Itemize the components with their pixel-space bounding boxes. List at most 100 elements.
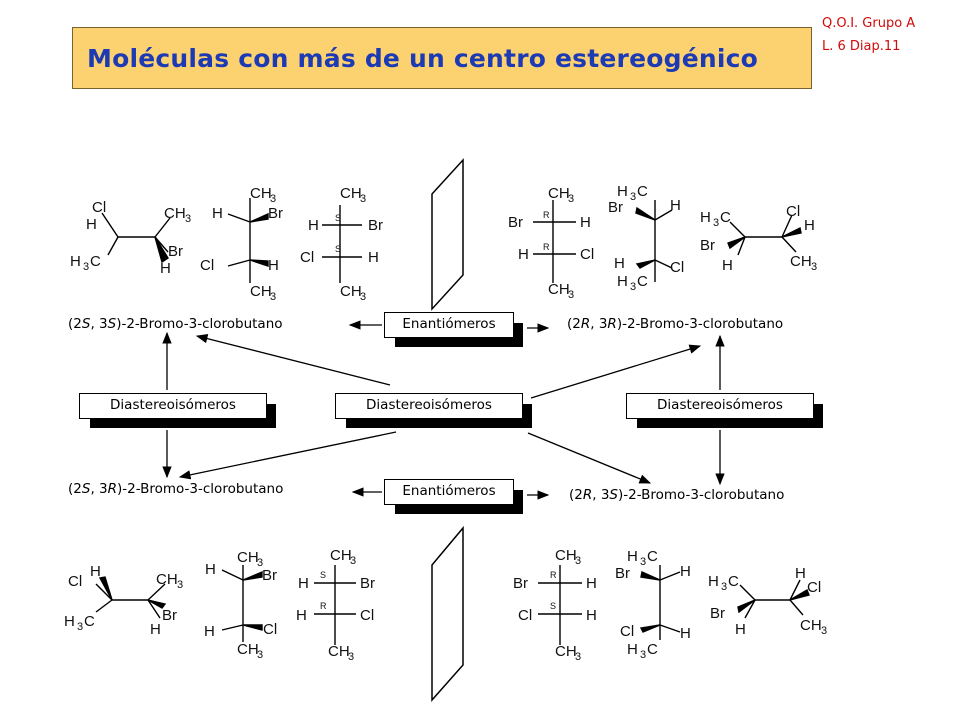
svg-text:H: H xyxy=(670,197,681,214)
svg-text:S: S xyxy=(550,601,556,611)
svg-text:3: 3 xyxy=(640,649,646,661)
svg-text:3: 3 xyxy=(575,555,581,567)
svg-text:H: H xyxy=(150,621,161,638)
svg-text:CH: CH xyxy=(164,205,186,222)
svg-text:Br: Br xyxy=(368,217,383,234)
svg-text:H: H xyxy=(617,183,628,200)
svg-text:Cl: Cl xyxy=(360,607,374,624)
svg-text:Cl: Cl xyxy=(670,259,684,276)
svg-text:Br: Br xyxy=(268,205,283,222)
diastereomers-box-center: Diastereoisómeros xyxy=(335,393,532,428)
svg-text:Br: Br xyxy=(710,605,725,622)
structure-2s3s-fischer xyxy=(322,205,362,283)
svg-text:H: H xyxy=(204,623,215,640)
svg-text:Br: Br xyxy=(508,214,523,231)
svg-text:CH: CH xyxy=(548,281,570,298)
slide-title-box: Moléculas con más de un centro estereogé… xyxy=(72,27,812,89)
structure-2s3s-sawhorse xyxy=(101,212,171,264)
svg-text:Cl: Cl xyxy=(786,203,800,220)
svg-text:CH: CH xyxy=(340,283,362,300)
svg-text:H: H xyxy=(680,625,691,642)
diastereomers-label-right: Diastereoisómeros xyxy=(626,393,823,428)
svg-text:3: 3 xyxy=(185,213,191,225)
svg-text:C: C xyxy=(637,183,648,200)
svg-text:Br: Br xyxy=(168,243,183,260)
svg-text:3: 3 xyxy=(568,289,574,301)
course-group: Q.O.I. Grupo A xyxy=(822,16,916,31)
compound-label-2r3r: (2R, 3R)-2-Bromo-3-clorobutano xyxy=(567,316,784,332)
svg-text:Cl: Cl xyxy=(263,621,277,638)
svg-text:CH: CH xyxy=(156,571,178,588)
svg-text:C: C xyxy=(84,613,95,630)
structure-2s3r-sawhorse xyxy=(95,576,167,619)
compound-label-2s3r: (2S, 3R)-2-Bromo-3-clorobutano xyxy=(68,481,284,497)
svg-text:H: H xyxy=(296,607,307,624)
svg-text:H: H xyxy=(586,607,597,624)
svg-text:C: C xyxy=(647,641,658,658)
svg-text:CH: CH xyxy=(328,643,350,660)
svg-text:3: 3 xyxy=(630,191,636,203)
svg-text:3: 3 xyxy=(821,625,827,637)
enantiomers-label-top: Enantiómeros xyxy=(384,312,523,347)
svg-text:H: H xyxy=(368,249,379,266)
svg-text:H: H xyxy=(64,613,75,630)
svg-text:H: H xyxy=(586,575,597,592)
arrow-center-ll xyxy=(178,431,397,480)
arrow-center-ul xyxy=(195,334,391,386)
enantiomers-box-bottom: Enantiómeros xyxy=(384,479,523,514)
svg-text:CH: CH xyxy=(330,547,352,564)
svg-text:H: H xyxy=(298,575,309,592)
svg-text:H: H xyxy=(680,563,691,580)
structure-2s3r-newman xyxy=(221,565,263,642)
svg-text:H: H xyxy=(268,257,279,274)
svg-text:3: 3 xyxy=(360,193,366,205)
svg-text:Br: Br xyxy=(513,575,528,592)
svg-text:3: 3 xyxy=(630,281,636,293)
relation-arrows xyxy=(162,320,725,500)
svg-text:CH: CH xyxy=(237,641,259,658)
svg-text:H: H xyxy=(308,217,319,234)
svg-text:3: 3 xyxy=(575,651,581,663)
svg-text:H: H xyxy=(700,209,711,226)
svg-text:3: 3 xyxy=(270,291,276,303)
svg-text:CH: CH xyxy=(548,185,570,202)
svg-text:3: 3 xyxy=(360,291,366,303)
compound-label-2s3s: (2S, 3S)-2-Bromo-3-clorobutano xyxy=(68,316,283,332)
svg-text:CH: CH xyxy=(555,547,577,564)
svg-text:Br: Br xyxy=(615,565,630,582)
arrow-center-ur xyxy=(530,344,702,399)
svg-text:Br: Br xyxy=(700,237,715,254)
svg-text:3: 3 xyxy=(721,581,727,593)
svg-text:S: S xyxy=(335,213,341,223)
svg-text:3: 3 xyxy=(83,261,89,273)
svg-text:H: H xyxy=(205,561,216,578)
svg-text:CH: CH xyxy=(237,549,259,566)
svg-text:3: 3 xyxy=(640,556,646,568)
svg-text:Br: Br xyxy=(360,575,375,592)
structure-2r3r-fischer xyxy=(533,200,576,283)
structure-2r3s-fischer xyxy=(538,565,582,645)
compound-label-2r3s: (2R, 3S)-2-Bromo-3-clorobutano xyxy=(569,487,785,503)
svg-text:Cl: Cl xyxy=(807,579,821,596)
course-info: Q.O.I. Grupo A L. 6 Diap.11 xyxy=(822,12,915,58)
svg-text:H: H xyxy=(90,563,101,580)
svg-text:S: S xyxy=(335,244,341,254)
svg-text:CH: CH xyxy=(800,617,822,634)
svg-text:H: H xyxy=(722,257,733,274)
svg-text:C: C xyxy=(90,253,101,270)
svg-text:R: R xyxy=(543,242,550,252)
svg-text:H: H xyxy=(627,548,638,565)
h3c-label: H xyxy=(70,253,81,270)
svg-text:C: C xyxy=(637,273,648,290)
svg-text:Br: Br xyxy=(608,199,623,216)
svg-text:CH: CH xyxy=(250,283,272,300)
svg-text:Br: Br xyxy=(162,607,177,624)
svg-text:3: 3 xyxy=(713,217,719,229)
svg-text:Cl: Cl xyxy=(518,607,532,624)
svg-text:3: 3 xyxy=(257,557,263,569)
slide-title: Moléculas con más de un centro estereogé… xyxy=(87,43,759,73)
svg-text:H: H xyxy=(617,273,628,290)
svg-text:Br: Br xyxy=(262,567,277,584)
course-slide: L. 6 Diap.11 xyxy=(822,39,901,54)
